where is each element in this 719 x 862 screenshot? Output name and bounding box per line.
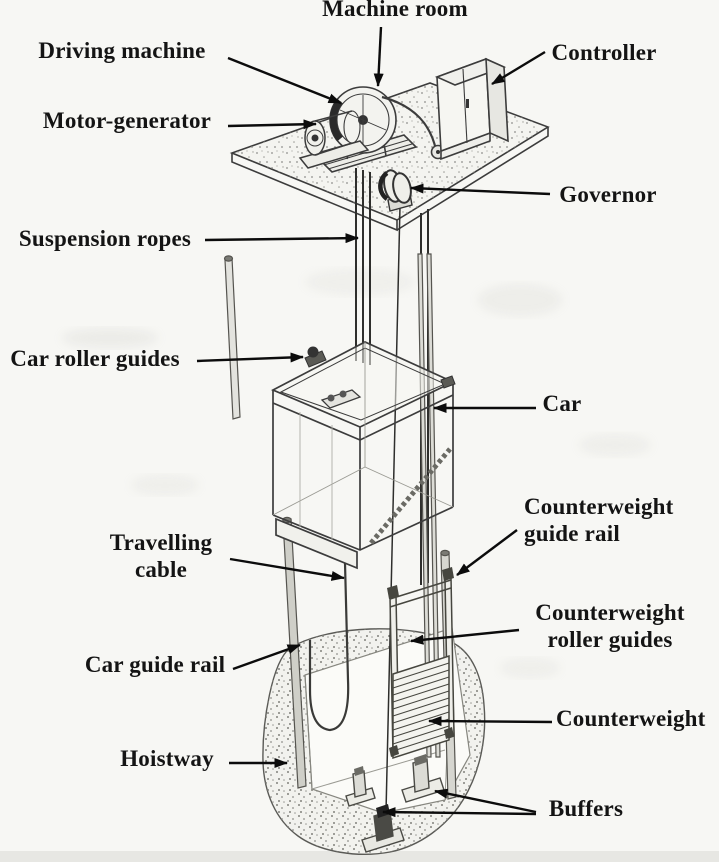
label-counterweight-roller-guides: Counterweight roller guides	[535, 600, 685, 652]
label-driving-machine: Driving machine	[38, 38, 206, 63]
scan-artifacts	[0, 269, 719, 862]
travelling-cable-line	[308, 562, 350, 732]
arrow-counterweight	[428, 716, 553, 727]
label-buffers: Buffers	[548, 796, 624, 821]
car-drawing	[271, 341, 456, 570]
label-controller: Controller	[551, 40, 657, 65]
arrow-car-guide-rail	[232, 643, 301, 671]
arrow-suspension-ropes	[204, 233, 359, 244]
governor-rope-line	[385, 205, 401, 813]
arrow-governor	[410, 183, 551, 196]
label-travelling-cable: Travelling cable	[109, 530, 213, 582]
arrow-machine-room	[373, 26, 384, 87]
label-counterweight: Counterweight	[556, 706, 706, 731]
counterweight-roller-guides-drawing	[387, 567, 454, 757]
arrow-buffers-1	[434, 788, 537, 814]
label-governor: Governor	[559, 182, 657, 207]
arrow-counterweight-guide-rail	[456, 529, 518, 576]
governor-drawing	[378, 169, 413, 212]
arrow-motor-generator	[227, 119, 317, 130]
label-car: Car	[542, 391, 582, 416]
label-car-roller-guides: Car roller guides	[10, 346, 180, 371]
car-roller-guides-drawing	[304, 346, 327, 368]
label-motor-generator: Motor-generator	[42, 108, 212, 133]
arrow-controller	[491, 50, 546, 86]
label-suspension-ropes: Suspension ropes	[18, 226, 192, 251]
motor-generator-drawing	[298, 110, 370, 169]
label-hoistway: Hoistway	[120, 746, 214, 771]
label-machine-room: Machine room	[322, 0, 468, 21]
driving-machine-drawing	[318, 86, 446, 173]
counterweight-drawing	[387, 567, 455, 760]
arrow-driving-machine	[227, 56, 342, 105]
arrow-buffers-2	[382, 807, 537, 818]
arrow-travelling-cable	[229, 557, 345, 581]
label-counterweight-guide-rail: Counterweight guide rail	[524, 494, 674, 546]
leader-arrows	[196, 26, 553, 818]
label-car-guide-rail: Car guide rail	[84, 652, 226, 677]
arrow-car-roller-guides	[196, 352, 304, 363]
arrow-counterweight-roller-guides	[410, 628, 520, 645]
